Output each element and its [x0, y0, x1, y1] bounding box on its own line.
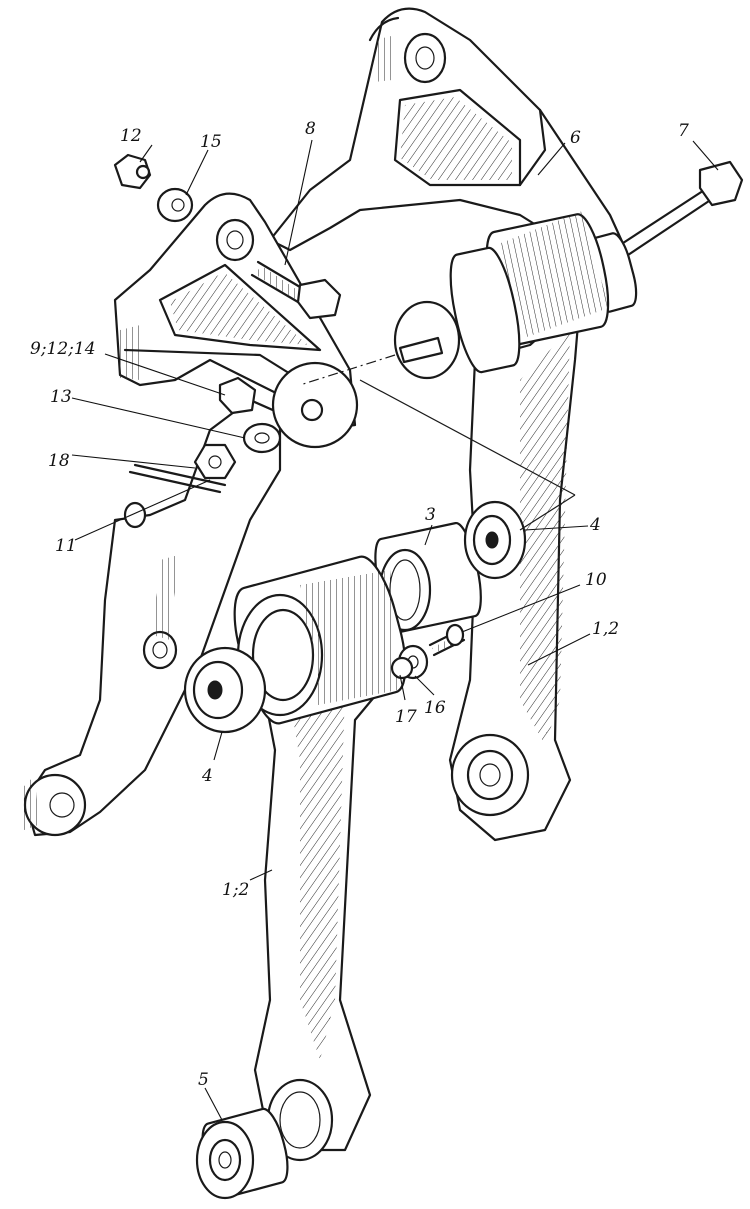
- callout-11: 11: [55, 536, 77, 556]
- bearing-5: [195, 1107, 289, 1200]
- callout-1-2-right: 1,2: [592, 619, 619, 639]
- bearing-4-left: [183, 646, 267, 734]
- assembly-axis-lines: [359, 379, 576, 531]
- callout-9-12-14: 9;12;14: [30, 339, 96, 359]
- callout-1-2-left: 1;2: [222, 880, 249, 900]
- fasteners-9-11-13-14-18: [128, 376, 282, 494]
- nut-12-washer-15: [113, 153, 194, 223]
- callout-16: 16: [424, 698, 446, 718]
- callout-5: 5: [198, 1070, 209, 1090]
- right-lever-part-1-2: [448, 298, 582, 842]
- bolt-8: [250, 260, 342, 320]
- callout-18: 18: [48, 451, 70, 471]
- callout-3: 3: [425, 505, 436, 525]
- left-bracket-plate: [20, 192, 359, 837]
- callout-15: 15: [200, 132, 222, 152]
- callout-13: 13: [50, 387, 72, 407]
- callout-labels: 12 15 8 6 7 9;12;14 13 18 11 3 4 10 1,2 …: [30, 119, 719, 1121]
- upper-bushing-and-bolt-7: [299, 160, 744, 386]
- upper-bracket-part-6: [268, 7, 627, 252]
- callout-6: 6: [570, 128, 581, 148]
- callout-8: 8: [305, 119, 316, 139]
- lower-lever-part-1-2: [233, 555, 407, 1162]
- callout-10: 10: [585, 570, 607, 590]
- callout-4-right: 4: [589, 515, 601, 535]
- callout-17: 17: [395, 707, 417, 727]
- callout-4-left: 4: [201, 766, 213, 786]
- callout-7: 7: [678, 121, 689, 141]
- callout-12: 12: [120, 126, 142, 146]
- screw-10-washers-16-17: [390, 623, 466, 680]
